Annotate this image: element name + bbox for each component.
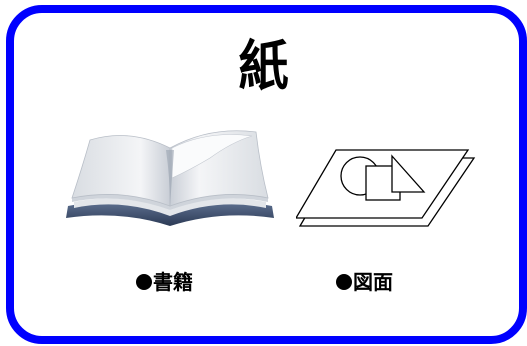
bullet-icon — [136, 274, 152, 290]
drawings-label: 図面 — [336, 266, 393, 295]
books-label-text: 書籍 — [153, 270, 193, 294]
drawing-sheets-icon — [296, 149, 476, 227]
drawings-label-text: 図面 — [353, 270, 393, 294]
bullet-icon — [336, 274, 352, 290]
books-label: 書籍 — [136, 266, 193, 295]
card-title: 紙 — [238, 35, 289, 98]
open-book-icon — [66, 130, 274, 226]
